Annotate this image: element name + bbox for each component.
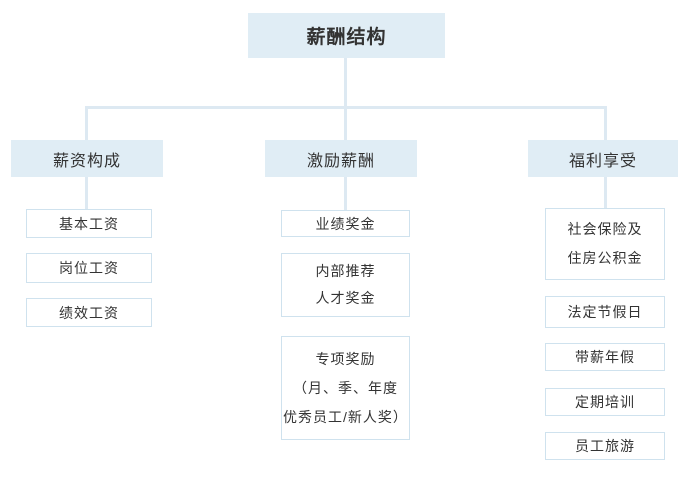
connector-branch-left-drop xyxy=(85,106,88,140)
node-salary-composition-label: 薪资构成 xyxy=(52,152,121,170)
node-social-insurance-line2: 住房公积金 xyxy=(567,250,643,266)
node-regular-training-label: 定期培训 xyxy=(575,394,635,410)
node-incentive-pay-label: 激励薪酬 xyxy=(306,152,375,170)
node-salary-structure-label: 薪酬结构 xyxy=(306,27,387,48)
node-paid-annual-leave-label: 带薪年假 xyxy=(575,349,635,365)
node-referral-bonus: 内部推荐 人才奖金 xyxy=(281,253,410,317)
connector-root-vertical xyxy=(344,58,347,107)
node-performance-bonus-label: 业绩奖金 xyxy=(315,215,376,232)
node-statutory-holidays-label: 法定节假日 xyxy=(567,304,643,320)
node-welfare-benefits: 福利享受 xyxy=(528,140,678,177)
node-employee-travel-label: 员工旅游 xyxy=(575,438,635,454)
node-employee-travel: 员工旅游 xyxy=(545,432,665,460)
node-referral-bonus-line1: 内部推荐 xyxy=(315,263,376,279)
node-basic-salary: 基本工资 xyxy=(26,209,152,238)
node-salary-structure: 薪酬结构 xyxy=(248,13,445,58)
connector-branch-right-drop xyxy=(604,106,607,140)
node-statutory-holidays: 法定节假日 xyxy=(545,296,665,328)
node-special-awards-line3: 优秀员工/新人奖） xyxy=(283,408,408,425)
node-performance-salary: 绩效工资 xyxy=(26,298,152,327)
node-performance-salary-label: 绩效工资 xyxy=(59,304,119,321)
node-regular-training: 定期培训 xyxy=(545,388,665,416)
connector-branch-middle-drop xyxy=(344,106,347,140)
node-incentive-pay: 激励薪酬 xyxy=(265,140,417,177)
node-performance-bonus: 业绩奖金 xyxy=(281,210,410,237)
node-special-awards: 专项奖励 （月、季、年度 优秀员工/新人奖） xyxy=(281,336,410,440)
node-social-insurance-housing-fund: 社会保险及 住房公积金 xyxy=(545,208,665,280)
node-special-awards-line2: （月、季、年度 xyxy=(293,379,398,396)
node-referral-bonus-line2: 人才奖金 xyxy=(315,290,376,306)
connector-left-leaf-drop xyxy=(85,177,88,209)
node-position-salary-label: 岗位工资 xyxy=(59,260,119,276)
node-welfare-benefits-label: 福利享受 xyxy=(568,152,637,170)
node-position-salary: 岗位工资 xyxy=(26,253,152,283)
node-paid-annual-leave: 带薪年假 xyxy=(545,343,665,371)
node-salary-composition: 薪资构成 xyxy=(11,140,163,177)
node-special-awards-line1: 专项奖励 xyxy=(315,350,376,367)
node-basic-salary-label: 基本工资 xyxy=(59,215,119,232)
node-social-insurance-line1: 社会保险及 xyxy=(567,221,643,237)
connector-right-leaf-drop xyxy=(604,177,607,208)
connector-middle-leaf-drop xyxy=(344,177,347,210)
